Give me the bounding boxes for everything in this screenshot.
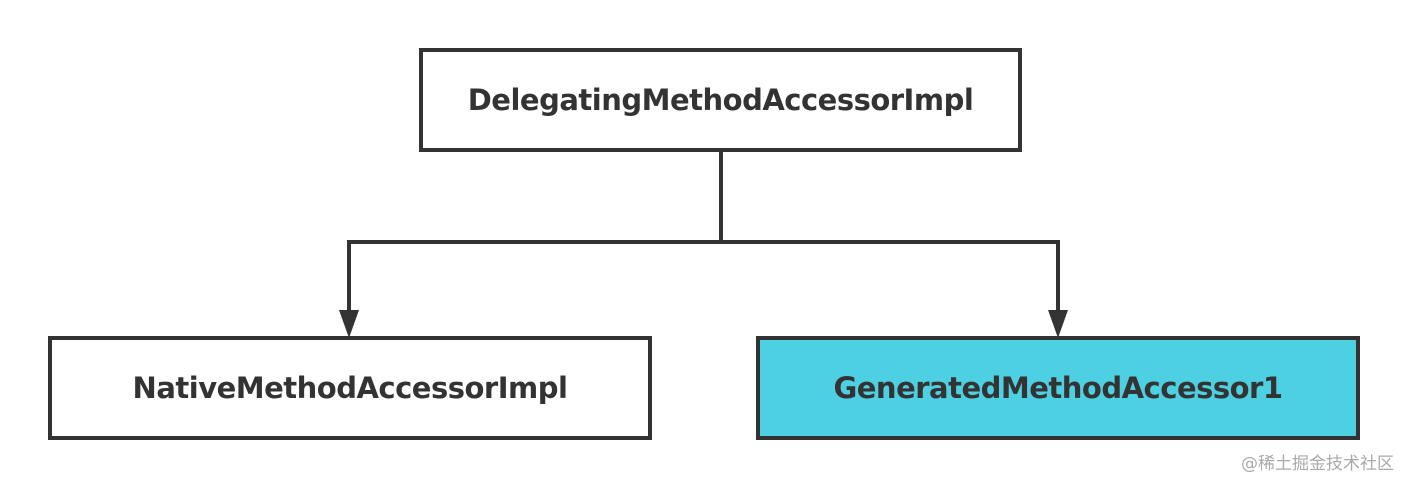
arrow-down-icon bbox=[1048, 310, 1068, 338]
node-label: NativeMethodAccessorImpl bbox=[132, 371, 568, 405]
arrow-down-icon bbox=[339, 310, 359, 338]
node-delegating-method-accessor: DelegatingMethodAccessorImpl bbox=[419, 48, 1022, 152]
watermark: @稀土掘金技术社区 bbox=[1241, 454, 1394, 474]
node-native-method-accessor: NativeMethodAccessorImpl bbox=[48, 336, 652, 440]
node-label: GeneratedMethodAccessor1 bbox=[833, 371, 1283, 405]
node-generated-method-accessor: GeneratedMethodAccessor1 bbox=[756, 336, 1360, 440]
node-label: DelegatingMethodAccessorImpl bbox=[467, 83, 974, 117]
